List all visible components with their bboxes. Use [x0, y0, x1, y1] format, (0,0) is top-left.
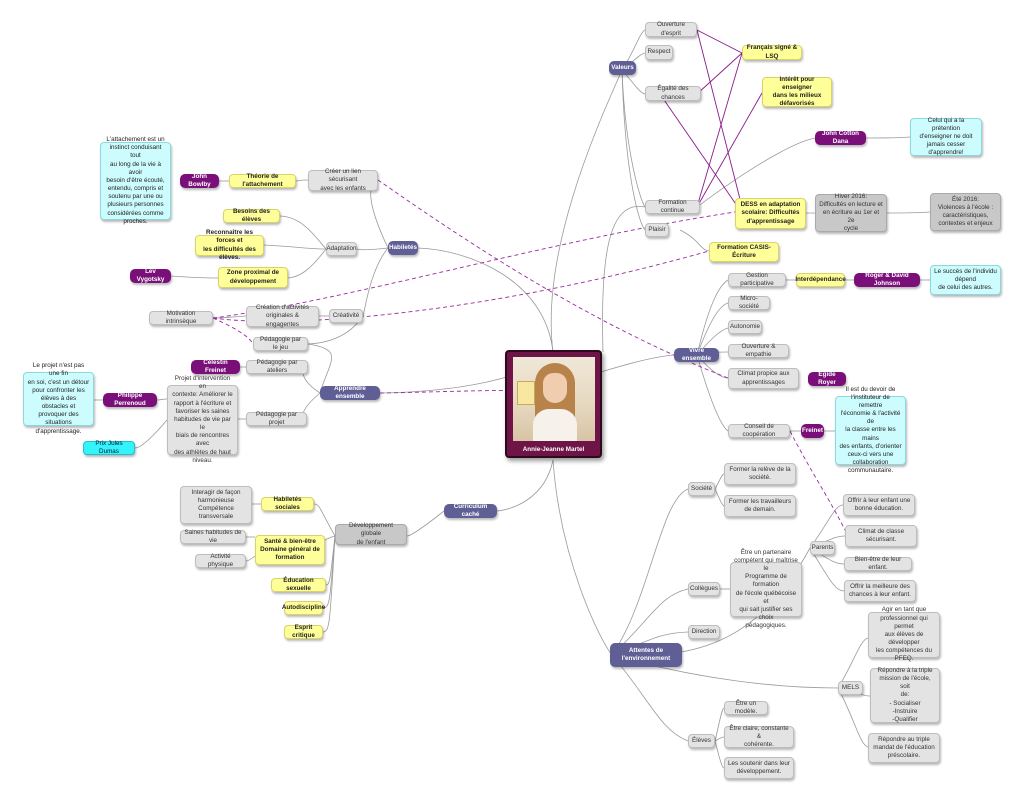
node-zone-proximal[interactable]: Zone proximal de développement — [218, 267, 288, 288]
node-conseil-cooperation[interactable]: Conseil de coopération — [728, 423, 790, 438]
node-esprit-critique[interactable]: Esprit critique — [284, 624, 323, 639]
node-theorie-attachement[interactable]: Théorie de l'attachement — [229, 173, 296, 188]
node-habiletes-sociales[interactable]: Habiletés sociales — [261, 496, 314, 511]
node-interagir[interactable]: Interagir de façon harmonieuse Compétenc… — [180, 486, 252, 524]
node-freinet[interactable]: Freinet — [801, 424, 824, 438]
node-quote-johnson: Le succès de l'individu dépend de celui … — [930, 265, 1001, 295]
node-pedagogie-jeu[interactable]: Pédagogie par le jeu — [253, 336, 308, 351]
node-collegues[interactable]: Collègues — [688, 582, 720, 596]
node-autodiscipline[interactable]: Autodiscipline — [282, 601, 325, 615]
central-node-label: Annie-Jeanne Martel — [522, 446, 585, 453]
node-gestion-participative[interactable]: Gestion participative — [728, 272, 786, 287]
node-prix-jules-dumas[interactable]: Prix Jules Dumas — [83, 440, 135, 455]
node-dess[interactable]: DESS en adaptation scolaire: Difficultés… — [735, 198, 806, 229]
node-respect[interactable]: Respect — [645, 45, 673, 60]
node-vivre-ensemble[interactable]: Vivre ensemble — [674, 347, 719, 362]
node-adaptation[interactable]: Adaptation — [326, 242, 357, 256]
node-reconnaitre-forces[interactable]: Reconnaître les forces et les difficulté… — [195, 229, 264, 261]
node-ouverture-empathie[interactable]: Ouverture & empathie — [728, 343, 789, 358]
node-projet-intervention[interactable]: Projet d'intervention en contexte: Améli… — [167, 375, 238, 464]
node-roger-david-johnson[interactable]: Roger & David Johnson — [854, 272, 920, 287]
node-saines-habitudes[interactable]: Saines habitudes de vie — [180, 529, 246, 544]
node-quote-freinet: Il est du devoir de l'instituteur de rem… — [835, 386, 906, 474]
node-bien-etre-enfant[interactable]: Bien-être de leur enfant. — [844, 556, 912, 571]
node-etre-modele[interactable]: Être un modèle. — [724, 700, 768, 715]
node-activite-physique[interactable]: Activité physique — [195, 553, 246, 568]
node-releve-societe[interactable]: Former la relève de la société. — [724, 463, 796, 485]
node-micro-societe[interactable]: Micro-société — [728, 295, 770, 310]
node-triple-mission[interactable]: Répondre à la triple mission de l'école,… — [870, 667, 940, 723]
face-shape — [543, 373, 567, 403]
node-lev-vygotsky[interactable]: Lev Vygotsky — [130, 268, 171, 283]
central-node[interactable]: Annie-Jeanne Martel — [505, 350, 602, 458]
node-developpement-globale[interactable]: Développement globale de l'enfant — [335, 522, 407, 546]
node-attentes-environnement[interactable]: Attentes de l'environnement — [610, 643, 682, 667]
node-direction[interactable]: Direction — [688, 625, 720, 639]
node-philippe-perrenoud[interactable]: Philippe Perrenoud — [103, 392, 157, 407]
node-habiletes[interactable]: Habiletés — [388, 241, 418, 255]
node-offrir-chances[interactable]: Offrir la meilleure des chances à leur e… — [844, 580, 916, 602]
node-offrir-education[interactable]: Offrir à leur enfant une bonne éducation… — [843, 494, 915, 516]
node-egalite-chances[interactable]: Égalité des chances — [645, 85, 701, 101]
node-hiver-2016[interactable]: Hiver 2016: Difficultés en lecture et en… — [815, 193, 887, 232]
node-quote-cotton: Celui qui a la prétention d'enseigner ne… — [910, 117, 982, 156]
node-ouverture-esprit[interactable]: Ouverture d'esprit — [645, 21, 697, 37]
node-mels[interactable]: MELS — [838, 681, 863, 695]
node-pedagogie-ateliers[interactable]: Pédagogie par ateliers — [246, 359, 308, 374]
node-creativite[interactable]: Créativité — [329, 309, 363, 323]
node-formation-continue[interactable]: Formation continue — [645, 199, 700, 214]
node-eleves[interactable]: Élèves — [688, 734, 715, 748]
node-quote-projet: Le projet n'est pas une fin en soi, c'es… — [23, 362, 94, 435]
node-apprendre-ensemble[interactable]: Apprendre ensemble — [320, 385, 380, 400]
node-john-cotton-dana[interactable]: John Cotton Dana — [815, 130, 866, 145]
poster-image — [517, 381, 535, 405]
node-triple-mandat[interactable]: Répondre au triple mandat de l'éducation… — [868, 733, 940, 763]
node-climat-classe[interactable]: Climat de classe sécurisant. — [845, 525, 917, 547]
node-creer-lien[interactable]: Créer un lien sécurisant avec les enfant… — [308, 168, 378, 192]
node-travailleurs-demain[interactable]: Former les travailleurs de demain. — [724, 495, 796, 517]
relation-lines — [659, 29, 763, 214]
node-sante-bien-etre[interactable]: Santé & bien-être Domaine général de for… — [255, 535, 325, 565]
node-education-sexuelle[interactable]: Éducation sexuelle — [271, 577, 326, 592]
node-curriculum-cache[interactable]: Curriculum caché — [444, 503, 497, 518]
node-interdependance[interactable]: Interdépendance — [795, 273, 846, 287]
node-creation-activites[interactable]: Création d'activités originales & engage… — [246, 304, 319, 328]
node-ete-2016[interactable]: Été 2016: Violences à l'école : caractér… — [930, 193, 1001, 231]
node-francais-signe[interactable]: Français signé & LSQ — [742, 44, 802, 60]
shirt-shape — [533, 409, 577, 441]
node-parents[interactable]: Parents — [810, 541, 835, 555]
node-partenaire-competent[interactable]: Être un partenaire compétent qui maîtris… — [730, 549, 802, 629]
node-formation-casis[interactable]: Formation CASIS- Écriture — [709, 242, 779, 262]
node-celestin-freinet[interactable]: Célestin Freinet — [191, 359, 240, 374]
node-claire-constante[interactable]: Être claire, constante & cohérente. — [724, 725, 794, 748]
node-quote-attachement: L'attachement est un instinct conduisant… — [100, 136, 171, 225]
node-egide-royer[interactable]: Égide Royer — [808, 371, 846, 386]
node-besoins-eleves[interactable]: Besoins des élèves — [223, 208, 280, 223]
node-agir-professionnel[interactable]: Agir en tant que professionnel qui perme… — [868, 606, 940, 662]
node-societe[interactable]: Société — [688, 482, 715, 496]
node-valeurs[interactable]: Valeurs — [609, 61, 636, 75]
node-plaisir[interactable]: Plaisir — [645, 223, 669, 237]
node-soutenir-developpement[interactable]: Les soutenir dans leur développement. — [724, 757, 794, 779]
node-interet-enseigner[interactable]: Intérêt pour enseigner dans les milieux … — [762, 76, 832, 107]
node-climat-propice[interactable]: Climat propice aux apprentissages — [728, 368, 799, 389]
node-john-bowlby[interactable]: John Bowlby — [180, 173, 219, 188]
portrait-photo — [513, 357, 595, 441]
node-pedagogie-projet[interactable]: Pédagogie par projet — [246, 411, 307, 426]
node-motivation-intrinseque[interactable]: Motivation intrinsèque — [149, 310, 213, 325]
node-autonomie[interactable]: Autonomie — [728, 320, 762, 334]
